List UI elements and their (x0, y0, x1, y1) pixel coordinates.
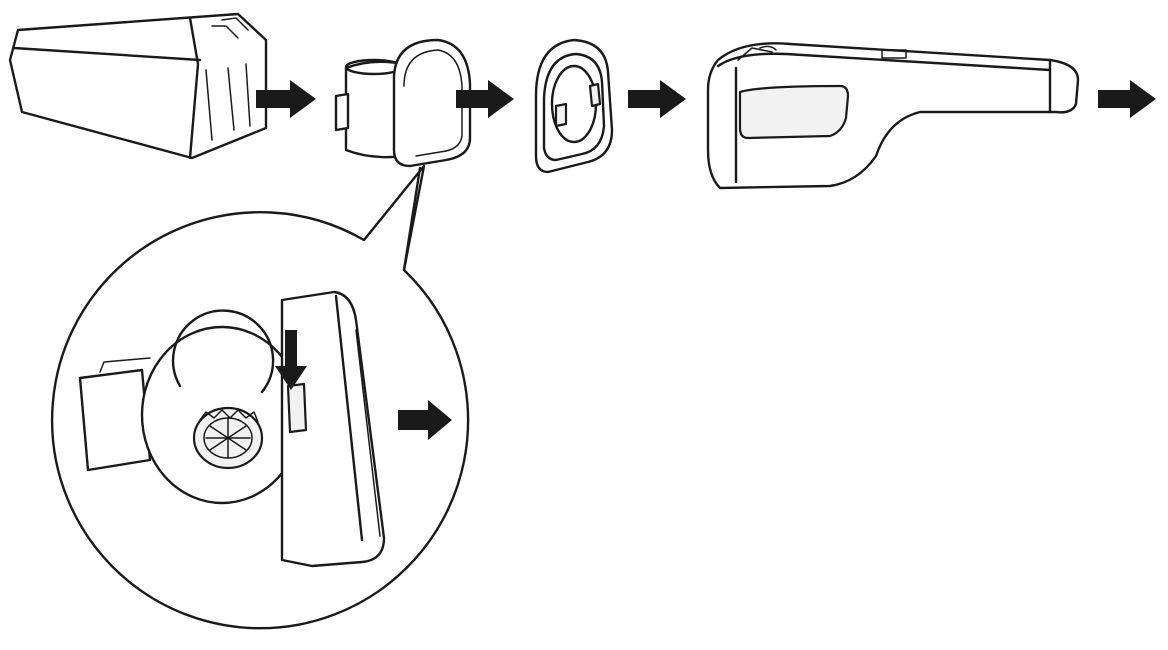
arrow-1 (256, 80, 316, 118)
arrow-3 (628, 80, 686, 118)
handheld-body-icon (706, 42, 1080, 190)
filter-icon (334, 38, 472, 168)
dust-bowl-icon (8, 12, 268, 160)
arrow-4 (1098, 80, 1156, 118)
filter-seal-icon (534, 38, 614, 174)
arrow-2 (456, 80, 514, 118)
filter-release-detail-icon (50, 164, 470, 630)
